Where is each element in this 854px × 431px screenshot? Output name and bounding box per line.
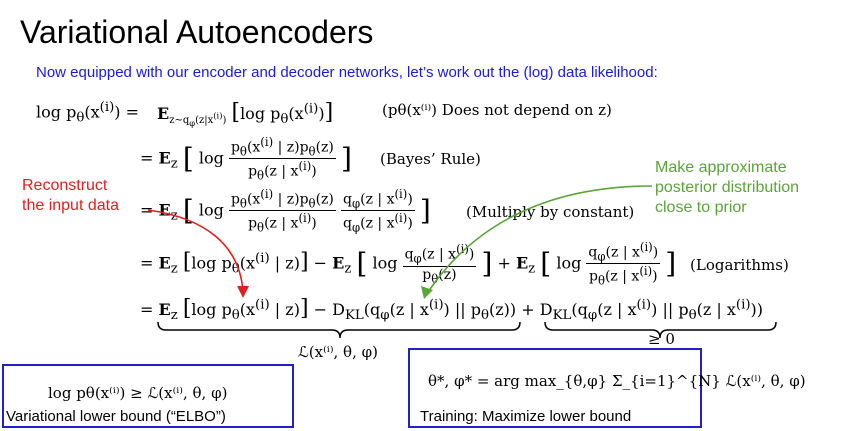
prior-line2: posterior distribution (655, 179, 800, 196)
green-arrow (427, 185, 653, 293)
underbrace-left (157, 321, 521, 339)
eq-line3-rhs: = Ez [ log pθ(x(i) | z)pθ(z) pθ(z | x(i)… (140, 187, 431, 235)
eq-line1-note: (pθ(x⁽ⁱ⁾) Does not depend on z) (382, 101, 612, 119)
brace-left-label: ℒ(x⁽ⁱ⁾, θ, φ) (298, 343, 378, 361)
elbo-formula: log pθ(x⁽ⁱ⁾) ≥ ℒ(x⁽ⁱ⁾, θ, φ) (48, 384, 228, 402)
underbrace-right (544, 321, 777, 339)
eq-line2-note: (Bayes’ Rule) (380, 150, 481, 168)
prior-annotation: Make approximate posterior distribution … (655, 158, 799, 218)
training-formula: θ*, φ* = arg max_{θ,φ} Σ_{i=1}^{N} ℒ(x⁽ⁱ… (428, 372, 806, 390)
prior-line1: Make approximate (655, 159, 787, 176)
red-arrowhead (237, 286, 249, 298)
eq-line1-rhs: Ez∼qφ(z|x(i)) [log pθ(x(i))] (157, 100, 334, 129)
training-label: Training: Maximize lower bound (420, 408, 632, 425)
eq-line5-rhs: = Ez [log pθ(x(i) | z)] − DKL(qφ(z | x(i… (140, 296, 764, 324)
reconstruct-annotation: Reconstruct the input data (22, 176, 119, 216)
slide-subtitle: Now equipped with our encoder and decode… (36, 64, 658, 81)
red-arrow (147, 209, 244, 293)
training-box: θ*, φ* = arg max_{θ,φ} Σ_{i=1}^{N} ℒ(x⁽ⁱ… (408, 348, 806, 428)
eq-line4-note: (Logarithms) (690, 256, 789, 274)
brace-right-label: ≥ 0 (648, 330, 675, 348)
elbo-label: Variational lower bound (“ELBO”) (6, 408, 226, 425)
eq-line4-rhs: = Ez [log pθ(x(i) | z)] − Ez [ log qφ(z … (140, 240, 677, 288)
eq-line1-lhs: log pθ(x(i)) = (36, 100, 140, 126)
slide-title: Variational Autoencoders (20, 14, 374, 50)
eq-line2-rhs: = Ez [ log pθ(x(i) | z)pθ(z) pθ(z | x(i)… (140, 135, 352, 183)
eq-line3-note: (Multiply by constant) (466, 203, 635, 221)
reconstruct-line2: the input data (22, 197, 119, 214)
elbo-box: log pθ(x⁽ⁱ⁾) ≥ ℒ(x⁽ⁱ⁾, θ, φ) Variational… (2, 364, 294, 428)
reconstruct-line1: Reconstruct (22, 177, 108, 194)
prior-line3: close to prior (655, 199, 747, 216)
green-arrowhead (421, 286, 433, 299)
